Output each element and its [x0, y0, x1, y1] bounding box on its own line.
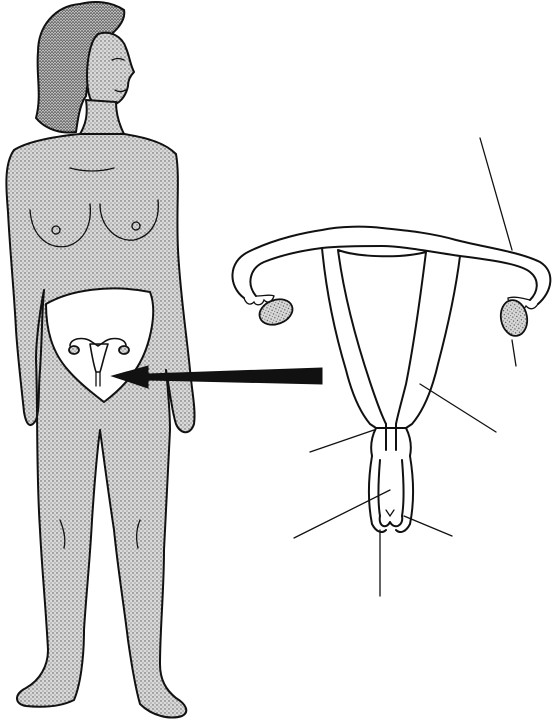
vaginal-opening	[380, 516, 403, 526]
arrow-shape	[112, 366, 322, 388]
vagina-line	[294, 490, 390, 538]
face	[87, 33, 134, 107]
right-ovary	[498, 298, 530, 338]
pointer-arrow	[112, 366, 322, 388]
female-figure	[6, 2, 194, 718]
labia-line	[404, 516, 452, 536]
neck	[80, 100, 124, 134]
fallopian-tubes	[232, 227, 550, 304]
vaginal-canal	[369, 456, 413, 532]
uterine-cavity	[338, 250, 426, 424]
leader-lines	[294, 138, 516, 596]
fallopian-tube-line	[480, 138, 512, 250]
body-outline	[6, 134, 194, 718]
ovary-line	[512, 340, 516, 366]
uterus-line	[420, 384, 496, 432]
left-ovary	[256, 295, 296, 329]
cervix-line	[310, 430, 374, 452]
